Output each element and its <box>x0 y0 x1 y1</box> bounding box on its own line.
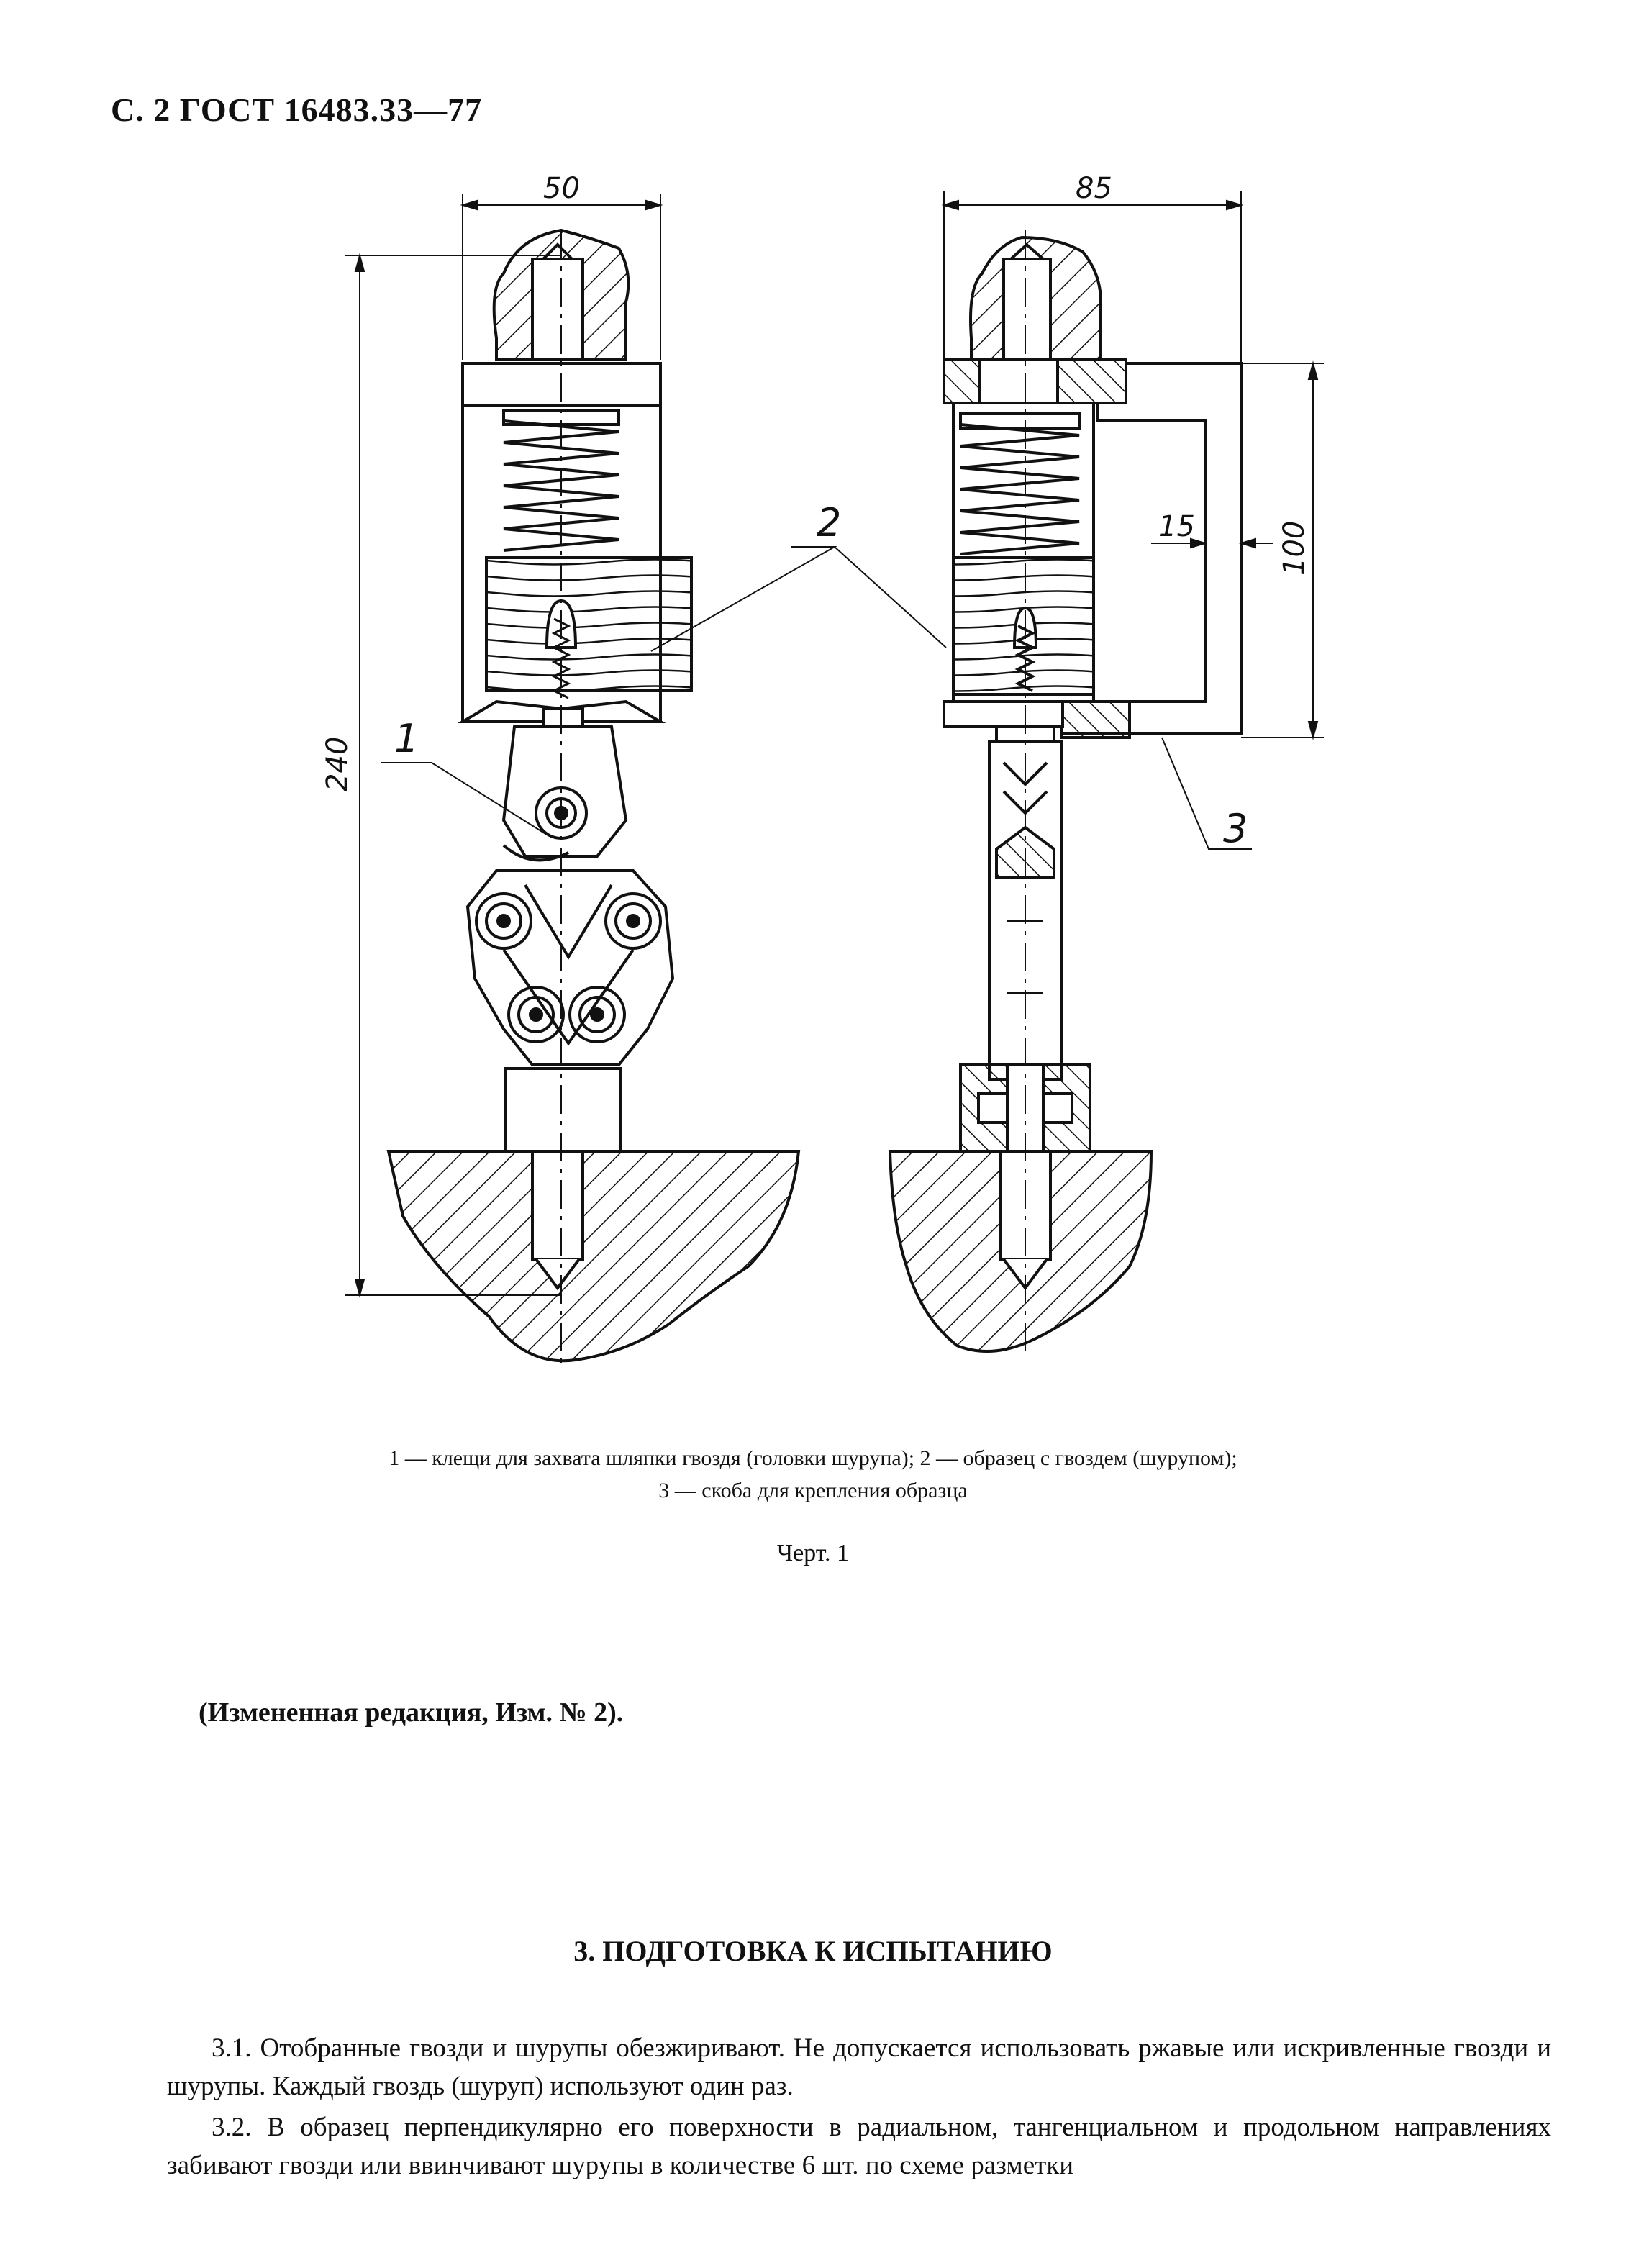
dim-width-left: 50 <box>543 172 580 205</box>
dim-height-total: 240 <box>321 737 354 791</box>
paragraph-3-2: 3.2. В образец перпендикулярно его повер… <box>167 2108 1551 2185</box>
right-dimensions <box>941 191 1324 740</box>
right-view <box>888 235 1243 1353</box>
left-dimensions <box>345 194 663 1298</box>
technical-drawing: 50 85 240 100 15 1 2 3 <box>321 172 1324 1367</box>
dim-width-right: 85 <box>1076 172 1112 205</box>
figure-legend-line-2: 3 — скоба для крепления образца <box>658 1479 968 1502</box>
callout-1: 1 <box>394 716 419 761</box>
section-title: 3. ПОДГОТОВКА К ИСПЫТАНИЮ <box>573 1935 1053 1967</box>
paragraph-3-1: 3.1. Отобранные гвозди и шурупы обезжири… <box>167 2029 1551 2105</box>
page-header: С. 2 ГОСТ 16483.33—77 <box>111 91 483 128</box>
figure-label: Черт. 1 <box>776 1540 850 1566</box>
paragraph-3-2-text: 3.2. В образец перпендикулярно его повер… <box>167 2113 1551 2180</box>
paragraph-3-1-text: 3.1. Отобранные гвозди и шурупы обезжири… <box>167 2033 1551 2101</box>
dim-height-clamp: 100 <box>1278 521 1311 576</box>
edition-note: (Измененная редакция, Изм. № 2). <box>199 1697 624 1728</box>
callout-leaders <box>381 546 1252 850</box>
dim-gap: 15 <box>1158 510 1195 543</box>
callout-3: 3 <box>1223 806 1248 851</box>
figure-legend-line-1: 1 — клещи для захвата шляпки гвоздя (гол… <box>389 1446 1237 1470</box>
left-view <box>386 228 801 1363</box>
callout-2: 2 <box>817 500 841 545</box>
